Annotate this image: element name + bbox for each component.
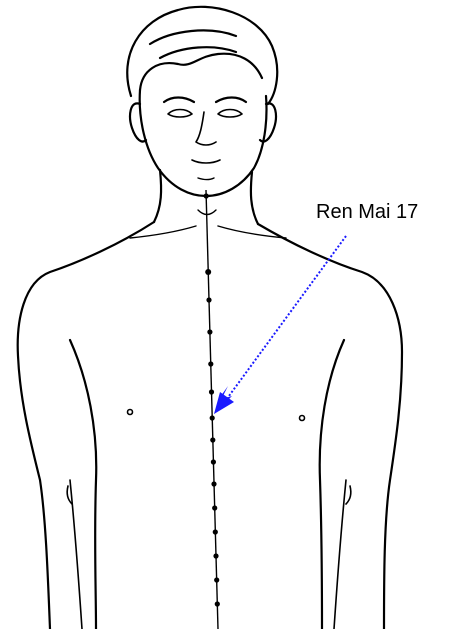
left-eyebrow bbox=[164, 98, 194, 103]
meridian-point bbox=[206, 297, 211, 302]
meridian-point bbox=[215, 601, 220, 606]
right-ear bbox=[260, 103, 276, 141]
right-eyebrow bbox=[216, 98, 246, 103]
meridian-point bbox=[205, 269, 211, 275]
left-eye bbox=[168, 110, 192, 118]
right-armpit-mark bbox=[346, 486, 351, 504]
left-torso-edge bbox=[70, 340, 96, 629]
left-collarbone bbox=[130, 226, 196, 238]
head-outline bbox=[140, 90, 267, 196]
meridian-point bbox=[214, 577, 219, 582]
acupoint-label: Ren Mai 17 bbox=[316, 202, 418, 222]
meridian-point bbox=[211, 481, 216, 486]
right-collarbone bbox=[218, 226, 286, 238]
annotation-arrow bbox=[214, 236, 346, 414]
meridian-point bbox=[208, 361, 213, 366]
right-torso-edge bbox=[320, 340, 344, 629]
meridian-point bbox=[210, 415, 215, 420]
left-nipple bbox=[128, 410, 133, 415]
meridian-point bbox=[213, 529, 218, 534]
meridian-point bbox=[209, 389, 214, 394]
meridian-point bbox=[213, 553, 218, 558]
right-shoulder-arm bbox=[258, 224, 402, 629]
neck-right bbox=[251, 172, 258, 224]
right-inner-arm bbox=[334, 480, 346, 629]
chin bbox=[198, 178, 214, 180]
left-inner-arm bbox=[70, 480, 82, 629]
arrow-shaft bbox=[226, 236, 346, 400]
meridian-point bbox=[212, 505, 217, 510]
right-nipple bbox=[300, 416, 305, 421]
meridian-point bbox=[210, 437, 215, 442]
mouth bbox=[192, 160, 220, 163]
nose bbox=[196, 112, 216, 145]
meridian-point bbox=[204, 193, 209, 198]
neck-left bbox=[154, 170, 161, 222]
left-shoulder-arm bbox=[18, 222, 154, 629]
right-eye bbox=[218, 110, 242, 118]
meridian-point bbox=[207, 329, 212, 334]
meridian-point bbox=[211, 459, 216, 464]
arrowhead-fill bbox=[214, 392, 234, 414]
hair bbox=[127, 7, 277, 104]
